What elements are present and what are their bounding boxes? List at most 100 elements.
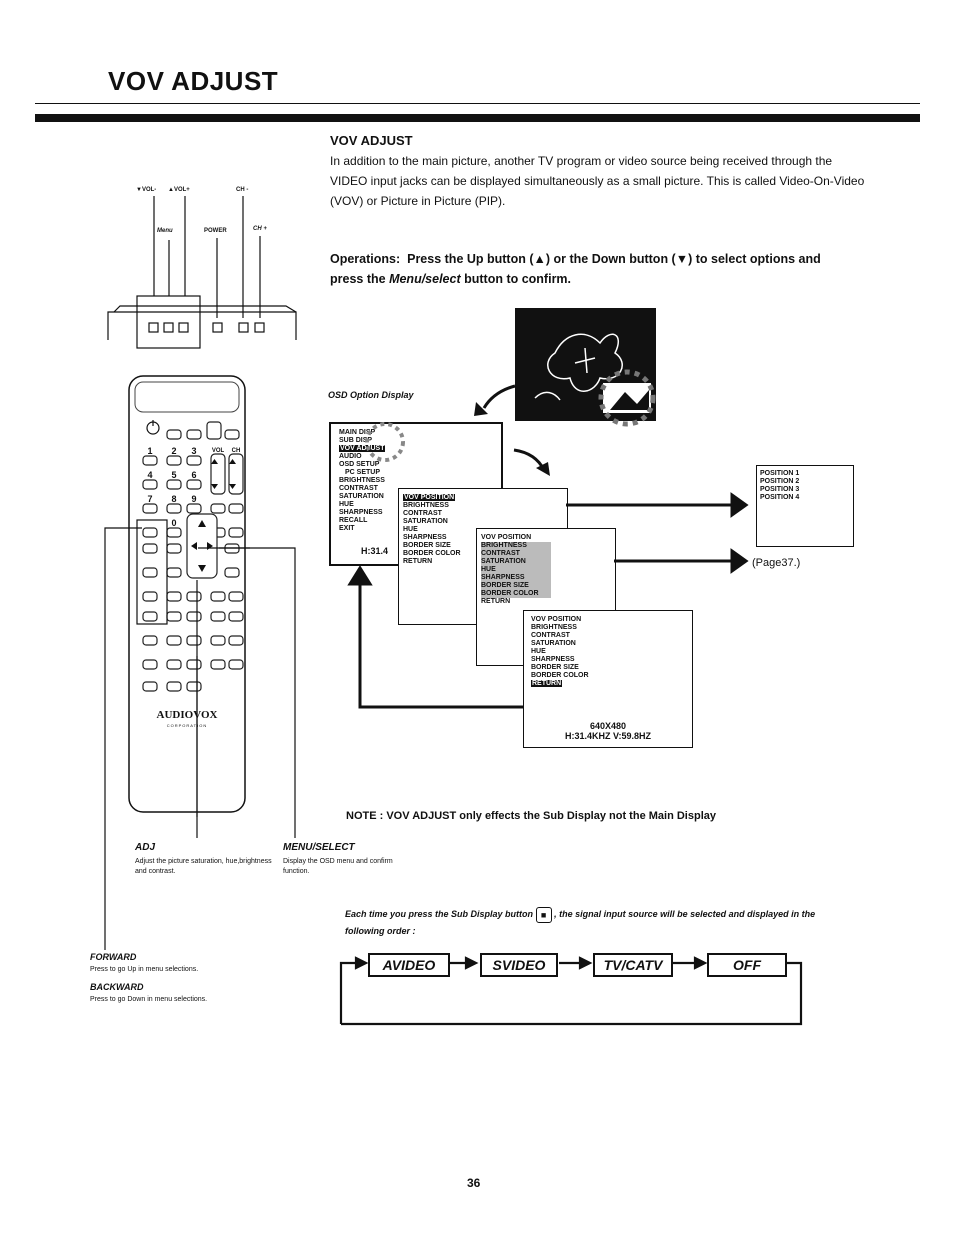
menu-item[interactable]: BRIGHTNESS [403,502,449,509]
remote-vol-label: VOL [212,448,225,454]
forward-backward-callout-box [136,519,168,625]
menu-item[interactable]: SATURATION [481,558,526,565]
adj-description: Adjust the picture saturation, hue,brigh… [135,858,272,875]
menu-item[interactable]: BRIGHTNESS [531,624,577,631]
source-option-avideo: AVIDEO [368,953,450,977]
vov-screen-picture [515,308,656,427]
position-option[interactable]: POSITION 3 [760,486,800,493]
position-option[interactable]: POSITION 1 [760,470,800,477]
menu-item[interactable]: OSD SETUP [339,461,380,468]
menu-item[interactable]: CONTRAST [403,510,442,517]
left-arrow-icon [191,542,197,550]
power-label: POWER [204,228,227,234]
menu-item[interactable]: SHARPNESS [339,509,383,516]
ch-down-label: CH - [236,187,249,193]
menu-item[interactable]: SATURATION [403,518,448,525]
menu-item[interactable]: CONTRAST [531,632,570,639]
menu-item-selected[interactable]: VOV POSITION [403,494,456,501]
curved-arrows [474,384,550,476]
menu-item[interactable]: SATURATION [339,493,384,500]
sub-display-text-b: , the signal input source will be select… [345,909,816,936]
menu-item[interactable]: CONTRAST [481,550,520,557]
menu-item[interactable]: SHARPNESS [481,574,525,581]
vol-up-icon [211,459,218,464]
operations-text-a: Press the Up button ( [407,252,534,266]
menu-item[interactable]: BORDER SIZE [481,582,529,589]
menu-item[interactable]: CONTRAST [339,485,378,492]
callout-lines [104,527,296,950]
position-option[interactable]: POSITION 2 [760,478,800,485]
osd-resolution: 640X480 [589,721,627,731]
source-option-svideo: SVIDEO [480,953,558,977]
menu-item[interactable]: HUE [403,526,418,533]
menu-item-selected[interactable]: RETURN [531,680,563,687]
menu-item[interactable]: SATURATION [531,640,576,647]
menu-item[interactable]: PC SETUP [345,469,381,476]
menu-item[interactable]: HUE [481,566,496,573]
remote-digit: 7 [147,494,152,504]
remote-control: 1 2 3 4 5 6 7 8 9 0 VOL CH AUDIOVOX CORP… [128,375,250,817]
ch-up-label: CH + [253,226,267,232]
source-cycle-arrows [339,956,803,1026]
power-button-icon [146,420,160,435]
menu-item[interactable]: HUE [531,648,546,655]
page-reference: (Page37.) [752,557,801,569]
position-list-box: POSITION 1 POSITION 2 POSITION 3 POSITIO… [756,465,854,547]
adj-title: ADJ [135,842,156,853]
remote-ch-label: CH [232,448,241,454]
menu-item[interactable]: SUB DISP [339,437,373,444]
remote-digit: 0 [171,518,176,528]
menu-item[interactable]: BORDER COLOR [531,672,589,679]
backward-description: Press to go Down in menu selections. [90,996,208,1003]
osd-frequency: H:31.4KHZ V:59.8HZ [564,731,652,741]
menu-item[interactable]: MAIN DISP [339,429,376,436]
up-arrow-icon: ▲ [533,252,546,266]
remote-digit: 5 [171,470,176,480]
menu-item[interactable]: RETURN [481,598,511,605]
sub-display-button-icon: ■ [535,906,552,923]
operations-menu-word: Menu/select [389,272,461,286]
selection-highlight-circle [365,422,405,462]
remote-digit: 9 [191,494,196,504]
menu-select-title: MENU/SELECT [283,842,355,853]
header-rule-thin [35,103,920,104]
menu-item[interactable]: SHARPNESS [531,656,575,663]
menu-item[interactable]: VOV POSITION [481,534,532,541]
menu-item[interactable]: AUDIO [339,453,362,460]
menu-item-selected[interactable]: VOV ADJUST [339,445,386,452]
down-arrow-icon [198,565,206,572]
menu-item[interactable]: BORDER SIZE [403,542,451,549]
osd-main-footer: H:31.4 [361,546,389,556]
intro-paragraph: In addition to the main picture, another… [330,154,865,208]
menu-item[interactable]: EXIT [339,525,355,532]
remote-digit: 4 [147,470,152,480]
down-arrow-icon: ▼ [675,252,689,266]
remote-digit: 2 [171,446,176,456]
menu-item[interactable]: RECALL [339,517,368,524]
position-option[interactable]: POSITION 4 [760,494,800,501]
forward-title: FORWARD [90,952,137,962]
osd-main-menu-list: MAIN DISP SUB DISP VOV ADJUST AUDIO OSD … [339,429,386,533]
menu-item[interactable]: BRIGHTNESS [339,477,385,484]
menu-item[interactable]: BORDER SIZE [531,664,579,671]
remote-brand: AUDIOVOX [157,709,218,721]
operations-text-c: ) to select options and press the [330,252,821,286]
menu-item[interactable]: BRIGHTNESS [481,542,527,549]
flow-arrows [347,492,749,709]
operations-text-d: button to confirm. [460,272,572,286]
menu-item[interactable]: VOV POSITION [531,616,582,623]
menu-item[interactable]: HUE [339,501,354,508]
menu-label: Menu [157,228,173,234]
source-option-off: OFF [707,953,787,977]
osd-option-label: OSD Option Display [328,390,414,400]
menu-item[interactable]: BORDER COLOR [481,590,539,597]
operations-prefix: Operations: [330,252,401,266]
menu-select-description: Display the OSD menu and confirm functio… [283,858,393,875]
osd-sub-menu-3: VOV POSITION BRIGHTNESS CONTRAST SATURAT… [523,610,693,748]
ch-up-icon [229,459,236,464]
backward-title: BACKWARD [90,982,144,992]
menu-item[interactable]: SHARPNESS [403,534,447,541]
menu-item[interactable]: RETURN [403,558,433,565]
menu-item[interactable]: BORDER COLOR [403,550,461,557]
remote-digit: 3 [191,446,196,456]
